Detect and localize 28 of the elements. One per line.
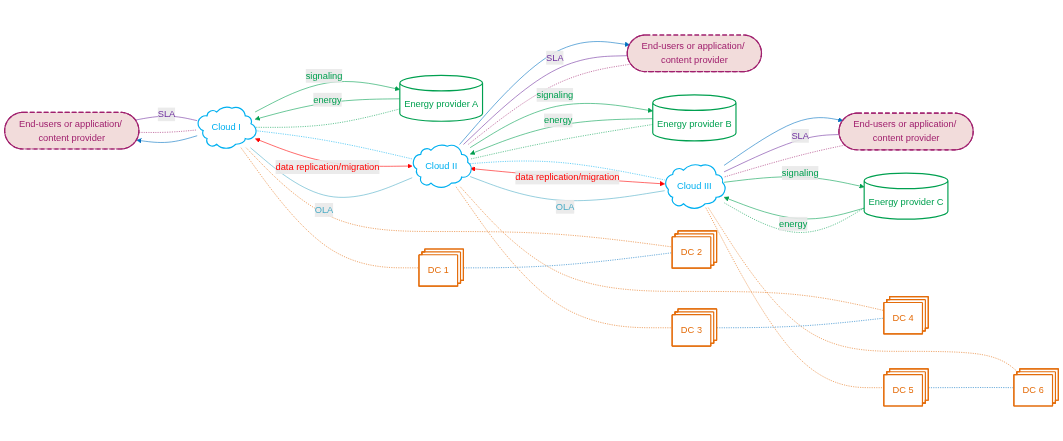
connector bbox=[723, 202, 865, 233]
edge-label: OLA bbox=[314, 204, 334, 215]
connector bbox=[708, 207, 1019, 373]
connector bbox=[240, 147, 420, 269]
edge-label: signaling bbox=[781, 167, 819, 178]
edge-label: energy bbox=[544, 115, 573, 126]
edge-label: energy bbox=[313, 94, 342, 105]
connector bbox=[705, 207, 885, 388]
edge-label: SLA bbox=[791, 130, 809, 141]
connector bbox=[723, 134, 840, 173]
connector bbox=[460, 186, 885, 311]
edge-label: OLA bbox=[555, 201, 575, 212]
edge-label: signaling bbox=[305, 70, 343, 81]
edge-label: SLA bbox=[157, 109, 176, 120]
connector bbox=[469, 176, 665, 201]
connector bbox=[455, 186, 673, 329]
edge-label: data replication/migration bbox=[275, 161, 380, 172]
connector bbox=[250, 147, 413, 198]
connector bbox=[469, 160, 665, 181]
edge-label: SLA bbox=[546, 52, 564, 63]
connector bbox=[245, 147, 673, 248]
connector bbox=[254, 108, 401, 128]
connector bbox=[469, 124, 654, 160]
edge-label: signaling bbox=[536, 89, 574, 100]
edge-label: energy bbox=[778, 218, 808, 229]
connector bbox=[138, 129, 198, 133]
edge-label: data replication/migration bbox=[515, 172, 620, 183]
connector bbox=[723, 144, 846, 178]
